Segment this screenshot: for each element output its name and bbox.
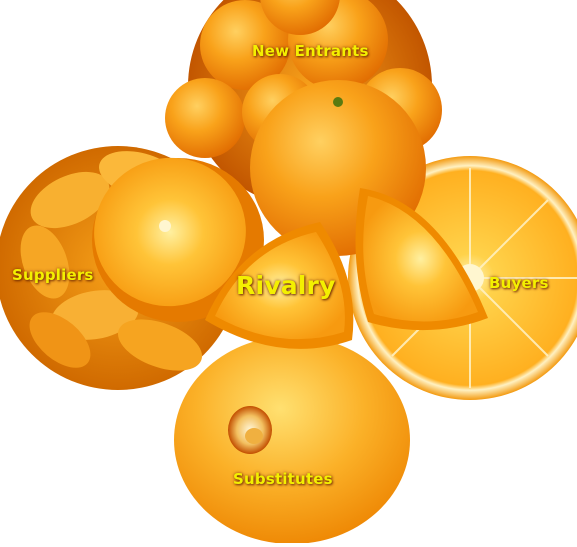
- substitutes-image: [174, 336, 410, 543]
- buyers-label: Buyers: [489, 274, 549, 292]
- new-entrants-label: New Entrants: [252, 42, 369, 60]
- rivalry-label: Rivalry: [236, 271, 336, 300]
- suppliers-label: Suppliers: [12, 266, 94, 284]
- substitutes-label: Substitutes: [233, 470, 333, 488]
